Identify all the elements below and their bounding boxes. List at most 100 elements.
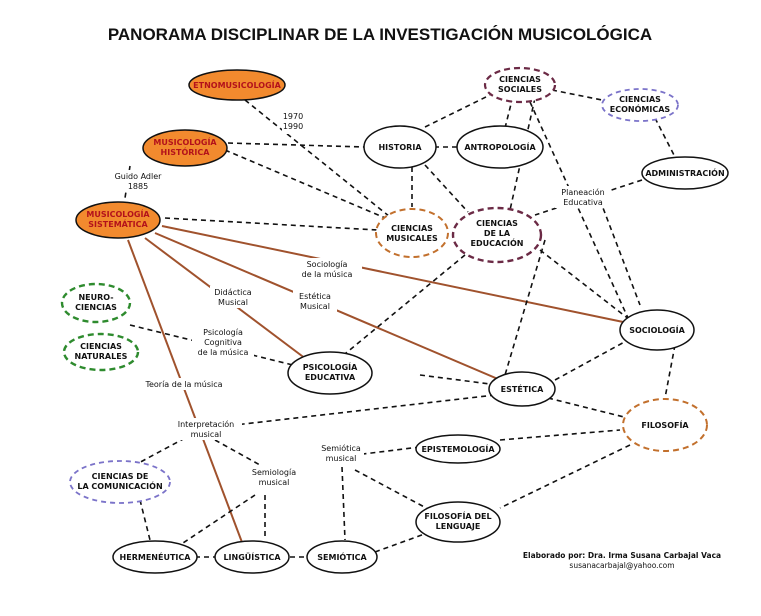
edge-sociales-economicas: [551, 89, 603, 101]
label-psicologia-1: PSICOLOGÍA: [303, 361, 358, 372]
node-antropologia: ANTROPOLOGÍA: [456, 125, 544, 169]
node-ciencias-educacion: CIENCIAS DE LA EDUCACIÓN: [451, 206, 543, 264]
credit-email: susanacarbajal@yahoo.com: [569, 561, 674, 570]
edge-filosofia-lenguaje: [499, 444, 631, 509]
node-semiotica: SEMIÓTICA: [306, 540, 378, 574]
edge-semiotica-musical: [341, 466, 346, 541]
label-sociales-2: SOCIALES: [498, 85, 542, 94]
edge-label-1885: 1885: [128, 182, 148, 191]
edge-labels: 1970 1990 Guido Adler 1885 Planeación Ed…: [114, 110, 611, 488]
node-estetica: ESTÉTICA: [488, 371, 556, 407]
node-etnomusicologia: ETNOMUSICOLOGÍA: [188, 69, 286, 101]
label-antropologia: ANTROPOLOGÍA: [464, 141, 536, 152]
label-filosofia-lenguaje-2: LENGUAJE: [436, 522, 481, 531]
edge-antropologia-sociales: [504, 99, 513, 129]
edge-label-1990: 1990: [283, 122, 303, 131]
node-musicologia-historica: MUSICOLOGÍA HISTÓRICA: [142, 129, 228, 167]
node-musicologia-sistematica: MUSICOLOGÍA SISTEMÁTICA: [75, 201, 161, 239]
edge-label-sociologia-2: de la música: [302, 270, 353, 279]
label-historia: HISTORIA: [378, 143, 422, 152]
label-educacion-1: CIENCIAS: [476, 219, 518, 228]
node-ciencias-naturales: CIENCIAS NATURALES: [62, 332, 140, 372]
edge-historia-sociales: [424, 94, 491, 128]
edge-estetica-filosofia: [547, 397, 629, 419]
label-musicales-1: CIENCIAS: [391, 224, 433, 233]
node-epistemologia: EPISTEMOLOGÍA: [415, 434, 501, 464]
nodes: ETNOMUSICOLOGÍA MUSICOLOGÍA HISTÓRICA MU…: [60, 66, 729, 574]
label-naturales-2: NATURALES: [75, 352, 128, 361]
label-economicas-2: ECONÓMICAS: [610, 103, 671, 114]
node-sociologia: SOCIOLOGÍA: [619, 309, 695, 351]
label-naturales-1: CIENCIAS: [80, 342, 122, 351]
label-sociales-1: CIENCIAS: [499, 75, 541, 84]
label-musicales-2: MUSICALES: [386, 234, 438, 243]
edge-label-sociologia-1: Sociología: [307, 260, 348, 269]
edge-etno-musicales: [244, 99, 401, 226]
label-educacion-2: DE LA: [484, 229, 511, 238]
label-comunicacion-1: CIENCIAS DE: [92, 472, 149, 481]
label-economicas-1: CIENCIAS: [619, 95, 661, 104]
label-sistematica-2: SISTEMÁTICA: [88, 218, 148, 229]
edge-educacion-sociologia: [539, 249, 631, 321]
edge-sistematica-sociologia: [161, 225, 629, 324]
label-semiotica: SEMIÓTICA: [317, 551, 367, 562]
label-neuro-1: NEURO-: [78, 293, 113, 302]
edge-label-semiologia-1: Semiología: [252, 468, 296, 477]
edge-label-psicologia-1: Psicología: [203, 328, 243, 337]
node-hermeneutica: HERMENÉUTICA: [112, 540, 198, 574]
node-ciencias-economicas: CIENCIAS ECONÓMICAS: [601, 88, 679, 122]
edge-educacion-estetica: [504, 239, 546, 376]
edge-sistematica-linguistica: [127, 239, 244, 546]
edge-interpretacion-semiologia: [214, 439, 261, 466]
node-psicologia-educativa: PSICOLOGÍA EDUCATIVA: [287, 351, 373, 395]
label-historica-2: HISTÓRICA: [161, 146, 211, 157]
node-ciencias-comunicacion: CIENCIAS DE LA COMUNICACIÓN: [69, 460, 171, 504]
edge-label-planeacion-2: Educativa: [563, 198, 603, 207]
edge-epistemologia-filosofia: [499, 429, 621, 441]
edge-label-psicologia-2: Cognitiva: [204, 338, 242, 347]
edge-label-estetica-2: Musical: [300, 302, 330, 311]
edge-label-semiologia-2: musical: [259, 478, 290, 487]
edge-label-interpretacion-2: musical: [191, 430, 222, 439]
edge-semiologia-hermeneutica: [179, 494, 256, 546]
label-hermeneutica: HERMENÉUTICA: [120, 551, 192, 562]
label-sistematica-1: MUSICOLOGÍA: [86, 208, 150, 219]
label-psicologia-2: EDUCATIVA: [305, 373, 356, 382]
edge-label-interpretacion-1: Interpretación: [178, 419, 235, 429]
edge-historia-educacion: [424, 164, 469, 213]
node-neuro-ciencias: NEURO- CIENCIAS: [60, 282, 132, 324]
label-epistemologia: EPISTEMOLOGÍA: [421, 443, 495, 454]
node-administracion: ADMINISTRACIÓN: [641, 156, 729, 190]
label-filosofia-lenguaje-1: FILOSOFÍA DEL: [424, 510, 491, 521]
edge-semiotica-lenguaje2: [374, 531, 431, 553]
node-filosofia-lenguaje: FILOSOFÍA DEL LENGUAJE: [415, 501, 501, 543]
edge-interpretacion-comunicacion: [134, 437, 186, 466]
edge-label-planeacion-1: Planeación: [561, 187, 604, 197]
node-ciencias-musicales: CIENCIAS MUSICALES: [375, 208, 449, 258]
node-filosofia: FILOSOFÍA: [622, 398, 708, 452]
label-linguistica: LINGÜÍSTICA: [223, 551, 281, 562]
edge-psicologia-estetica: [419, 374, 491, 385]
edge-historica-musicales: [224, 149, 391, 221]
label-administracion: ADMINISTRACIÓN: [645, 167, 724, 178]
credit-author: Elaborado por: Dra. Irma Susana Carbajal…: [523, 551, 721, 560]
label-estetica: ESTÉTICA: [501, 383, 544, 394]
edge-label-teoria: Teoría de la música: [144, 380, 222, 389]
page-title: PANORAMA DISCIPLINAR DE LA INVESTIGACIÓN…: [108, 25, 652, 44]
credit: Elaborado por: Dra. Irma Susana Carbajal…: [523, 551, 721, 570]
edge-label-1970: 1970: [283, 112, 303, 121]
edge-label-semiotica-1: Semiótica: [321, 443, 361, 453]
edge-estetica-sociologia: [554, 339, 629, 381]
label-comunicacion-2: LA COMUNICACIÓN: [77, 480, 162, 491]
edge-label-didactica-1: Didáctica: [214, 288, 252, 297]
edge-sistematica-musicales: [164, 217, 378, 231]
label-educacion-3: EDUCACIÓN: [470, 237, 523, 248]
edge-semiotica-lenguaje: [354, 469, 431, 511]
edge-label-guido-adler: Guido Adler: [115, 172, 163, 181]
edge-planeacion-sociologia: [599, 199, 641, 306]
edge-label-psicologia-3: de la música: [198, 348, 249, 357]
node-linguistica: LINGÜÍSTICA: [214, 540, 290, 574]
edge-epistemologia-semiotica: [354, 446, 421, 456]
